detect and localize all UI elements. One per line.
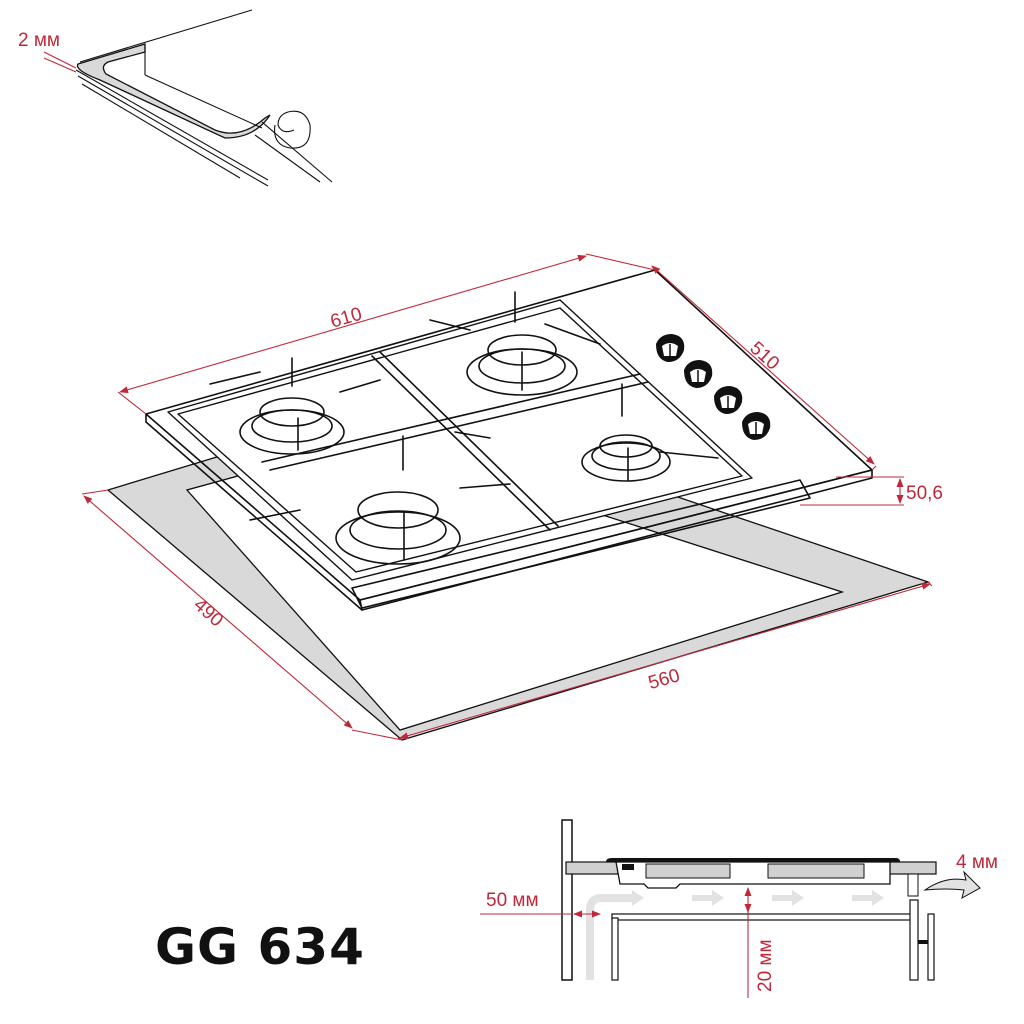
installation-section: 50 мм 20 мм 4 мм	[480, 819, 998, 998]
air-gap-label: 20 мм	[755, 939, 776, 992]
wall-clearance-label: 50 мм	[486, 890, 539, 911]
dimension-width-610: 610	[117, 253, 656, 415]
seal-detail: 2 мм	[18, 9, 333, 187]
seal-gap-label: 2 мм	[18, 30, 60, 51]
knob-2	[684, 360, 713, 388]
airflow-arrows	[692, 890, 884, 906]
model-name: GG 634	[155, 918, 365, 976]
hob-width-label: 610	[328, 304, 364, 333]
knob-1	[656, 334, 685, 362]
dimension-height-50-6: 50,6	[800, 476, 943, 506]
knob-4	[742, 412, 771, 440]
cutout-width-label: 560	[646, 665, 682, 694]
knob-3	[714, 386, 743, 414]
cutout-depth-label: 490	[189, 595, 227, 632]
burner-rear-left	[239, 397, 345, 455]
hob-depth-label: 510	[746, 338, 784, 375]
vent-gap-label: 4 мм	[956, 852, 998, 873]
hob-height-label: 50,6	[906, 483, 943, 504]
